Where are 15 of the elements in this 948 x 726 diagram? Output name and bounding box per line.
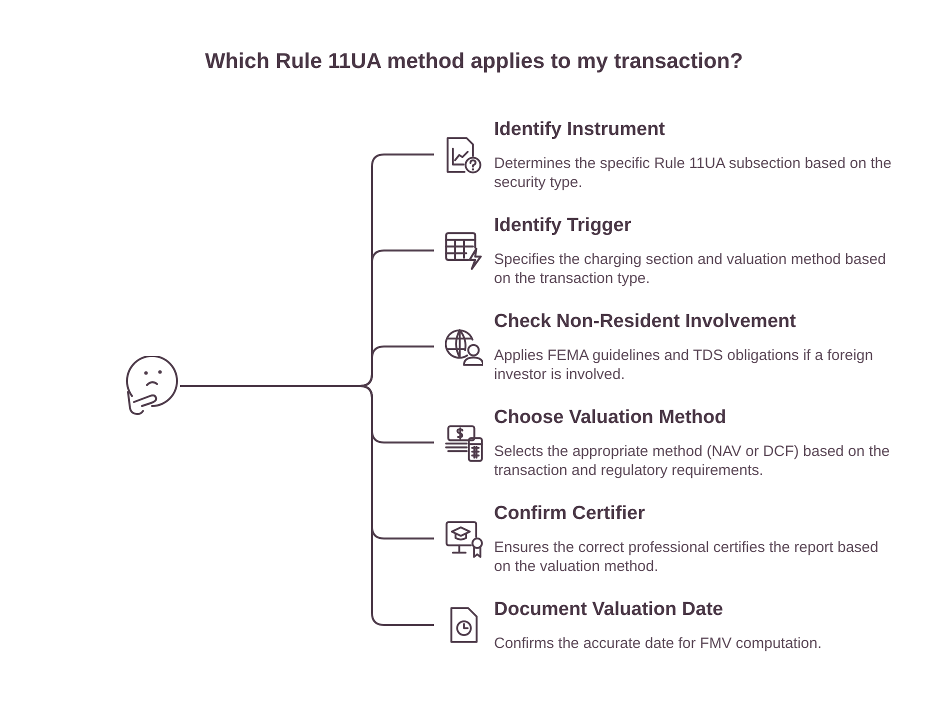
step-heading: Confirm Certifier bbox=[494, 502, 645, 526]
step-heading: Document Valuation Date bbox=[494, 598, 724, 622]
thinking-face-drawing bbox=[124, 356, 180, 416]
connector-line bbox=[180, 385, 434, 626]
step-heading: Identify Instrument bbox=[494, 118, 666, 142]
step-description: Specifies the charging section and valuation method based on the transaction type. bbox=[494, 250, 887, 288]
step-description: Confirms the accurate date for FMV computation. bbox=[494, 634, 822, 653]
step-heading: Choose Valuation Method bbox=[494, 406, 726, 430]
step-description: Selects the appropriate method (NAV or DCF) based on the transaction and regulatory requirements. bbox=[494, 442, 891, 480]
step-description: Determines the specific Rule 11UA subsection based on the security type. bbox=[494, 154, 892, 192]
diagram-title: Which Rule 11UA method applies to my transaction? bbox=[205, 48, 743, 75]
step-description: Applies FEMA guidelines and TDS obligations if a foreign investor is involved. bbox=[494, 346, 874, 384]
step-heading: Identify Trigger bbox=[494, 214, 632, 238]
step-description: Ensures the correct professional certifies the report based on the valuation method. bbox=[494, 538, 880, 576]
step-heading: Check Non-Resident Involvement bbox=[494, 310, 796, 334]
